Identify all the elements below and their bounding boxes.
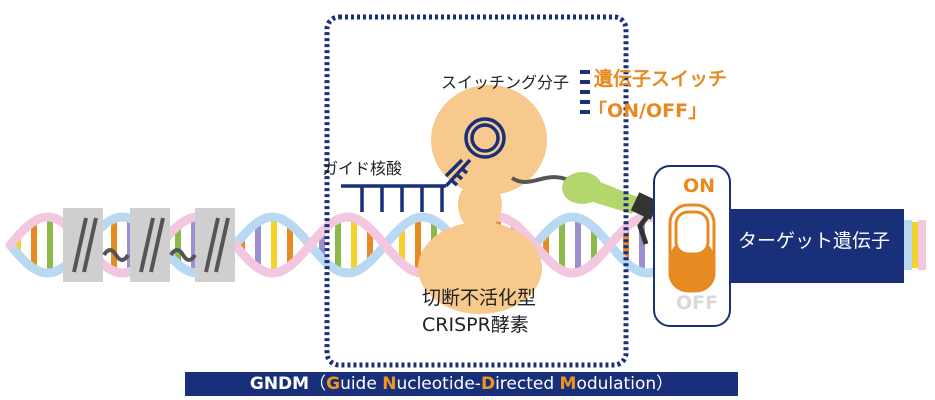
switch-off-label: OFF [676, 292, 719, 314]
base-pair [15, 235, 21, 255]
enzyme-label-line2: CRISPR酵素 [422, 314, 529, 336]
gene-switch-subtitle: 「ON/OFF」 [588, 100, 708, 122]
base-pair [639, 217, 645, 273]
base-pair [319, 231, 325, 259]
paren-open: （ [309, 374, 327, 394]
letter-d: D [480, 374, 496, 394]
guide-nucleic-acid [341, 117, 506, 212]
word-guide: uide [340, 374, 383, 394]
word-nucleotide: ucleotide- [396, 374, 481, 394]
gene-switch-title: 遺伝子スイッチ [594, 68, 728, 90]
base-pair [399, 226, 405, 264]
gndm-banner: GNDM（Guide Nucleotide-Directed Modulatio… [185, 372, 738, 396]
dna-break-marks [63, 208, 235, 282]
switch-on-label: ON [683, 175, 716, 197]
gene-switch [653, 165, 731, 327]
target-gene-box [730, 209, 904, 283]
gndm-abbr: GNDM [249, 374, 310, 394]
base-pair [415, 217, 421, 273]
base-pair [175, 225, 181, 265]
word-directed: irected [495, 374, 560, 394]
letter-g: G [326, 374, 341, 394]
base-pair [543, 232, 549, 258]
base-pair [623, 227, 629, 263]
base-pair [287, 224, 293, 266]
base-pair [111, 218, 117, 272]
letter-m: M [559, 374, 577, 394]
base-pair [559, 219, 565, 271]
base-pair [575, 217, 581, 273]
switch-dashes [580, 70, 590, 114]
guide-nucleic-acid-label: ガイド核酸 [322, 159, 403, 178]
crispr-enzyme [418, 85, 547, 314]
switching-molecule-label: スイッチング分子 [441, 73, 570, 92]
letter-n: N [382, 374, 397, 394]
base-pair [367, 228, 373, 262]
target-gene-label: ターゲット遺伝子 [738, 230, 891, 252]
word-modulation: odulation [576, 374, 657, 394]
base-pair [47, 217, 53, 273]
base-pair [335, 219, 341, 271]
base-pair [351, 218, 357, 272]
base-pair [255, 222, 261, 268]
enzyme-label-line1: 切断不活化型 [422, 287, 537, 309]
base-pair [239, 236, 245, 254]
base-pair [271, 217, 277, 273]
base-pair [31, 221, 37, 269]
base-pair [591, 227, 597, 263]
paren-close: ） [656, 374, 674, 394]
base-pair [191, 217, 197, 273]
complex-frame [324, 14, 629, 368]
dna-right-end [904, 220, 926, 270]
